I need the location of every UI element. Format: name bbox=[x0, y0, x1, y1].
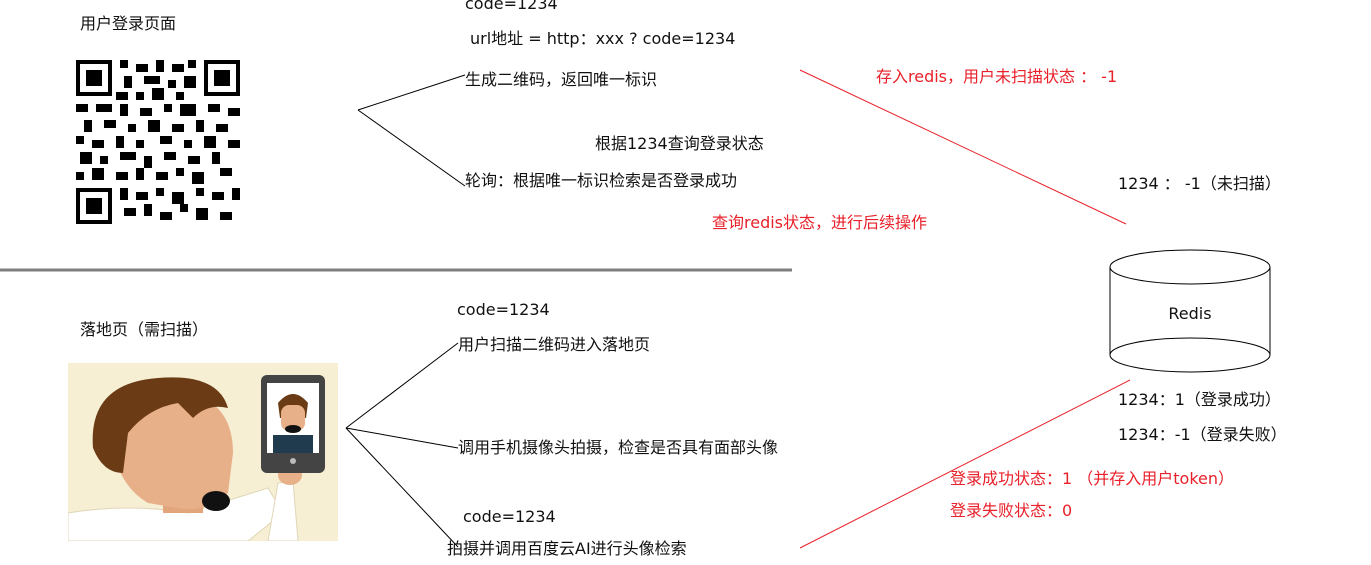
red-line-from-photo bbox=[799, 379, 1131, 549]
step-scan-qr: 用户扫描二维码进入落地页 bbox=[458, 335, 651, 354]
status-unscanned: 1234 ： -1（未扫描） bbox=[1118, 174, 1281, 193]
branch-line-bottom-1 bbox=[345, 342, 459, 429]
qr-code-icon bbox=[76, 60, 240, 224]
code-label-bottom-1: code=1234 bbox=[457, 300, 550, 319]
red-success-state-label: 登录成功状态：1 （并存入用户token） bbox=[950, 469, 1235, 488]
status-login-fail: 1234：-1（登录失败） bbox=[1118, 425, 1287, 444]
code-label-bottom-2: code=1234 bbox=[463, 507, 556, 526]
step-generate-qr: 生成二维码，返回唯一标识 bbox=[465, 70, 658, 89]
red-store-redis-label: 存入redis，用户未扫描状态 ： -1 bbox=[876, 67, 1118, 86]
branch-line-bottom-2 bbox=[345, 427, 459, 449]
red-query-redis-label: 查询redis状态，进行后续操作 bbox=[712, 213, 928, 232]
red-fail-state-label: 登录失败状态：0 bbox=[950, 501, 1073, 520]
step-polling: 轮询：根据唯一标识检索是否登录成功 bbox=[465, 171, 738, 190]
step-camera-capture: 调用手机摄像头拍摄，检查是否具有面部头像 bbox=[458, 438, 779, 457]
url-label: url地址 = http：xxx ? code=1234 bbox=[470, 29, 736, 48]
red-line-to-redis bbox=[799, 69, 1127, 225]
landing-page-title: 落地页（需扫描） bbox=[80, 320, 209, 339]
query-status-label: 根据1234查询登录状态 bbox=[595, 134, 764, 153]
status-login-success: 1234：1（登录成功） bbox=[1118, 390, 1281, 409]
redis-database-icon bbox=[1109, 249, 1271, 373]
selfie-photo-illustration bbox=[68, 363, 338, 541]
branch-line-top-1 bbox=[357, 74, 466, 111]
branch-line-top-2 bbox=[357, 109, 466, 187]
code-label-top: code=1234 bbox=[465, 0, 558, 13]
redis-label: Redis bbox=[1168, 304, 1212, 323]
step-baidu-ai-search: 拍摄并调用百度云AI进行头像检索 bbox=[447, 539, 687, 558]
branch-line-bottom-3 bbox=[345, 427, 459, 548]
login-page-title: 用户登录页面 bbox=[80, 14, 177, 33]
